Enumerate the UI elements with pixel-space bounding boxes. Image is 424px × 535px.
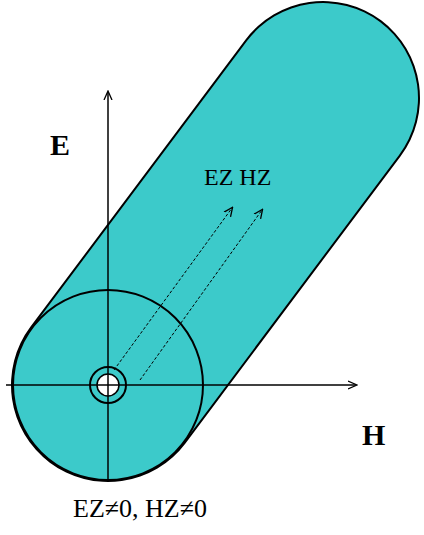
field-label: EZ HZ [202,164,273,191]
ez-arrow [114,208,232,370]
hz-arrow [140,210,262,380]
e-axis [107,92,109,480]
caption: EZ≠0, HZ≠0 [73,494,207,524]
axis-label: E [50,128,70,162]
axis-label: H [362,418,385,452]
h-axis [6,384,356,386]
